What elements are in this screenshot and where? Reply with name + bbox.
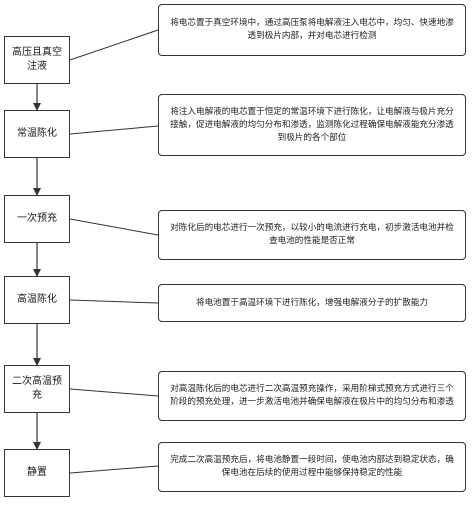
step-label: 常温陈化 (17, 128, 57, 139)
step-box-second-precharge: 二次高温预充 (4, 365, 70, 413)
note-box-high-temp-aging: 将电池置于高温环境下进行陈化，增强电解液分子的扩散能力 (158, 284, 466, 322)
step-label: 高温陈化 (17, 294, 57, 305)
note-text: 将注入电解液的电芯置于恒定的常温环境下进行陈化，让电解液与极片充分接触，促进电解… (170, 106, 454, 143)
note-box-rest: 完成二次高温预充后，将电池静置一段时间，使电池内部达到稳定状态，确保电池在后续的… (158, 442, 466, 492)
connector-4 (69, 299, 159, 304)
step-box-room-temp-aging: 常温陈化 (4, 110, 70, 158)
step-box-vacuum-injection: 高压且真空注液 (4, 36, 70, 84)
connector-5 (69, 388, 159, 397)
note-box-room-temp-aging: 将注入电解液的电芯置于恒定的常温环境下进行陈化，让电解液与极片充分接触，促进电解… (158, 94, 466, 156)
step-box-first-precharge: 一次预充 (4, 195, 70, 243)
connector-1 (69, 29, 159, 61)
note-text: 将电池置于高温环境下进行陈化，增强电解液分子的扩散能力 (195, 297, 429, 308)
connector-3 (69, 218, 159, 236)
step-label: 静置 (27, 467, 47, 478)
note-text: 对陈化后的电芯进行一次预充，以较小的电流进行充电，初步激活电池并检查电池的性能是… (170, 223, 454, 246)
step-box-high-temp-aging: 高温陈化 (4, 276, 70, 324)
step-label: 一次预充 (17, 213, 57, 224)
note-box-vacuum-injection: 将电芯置于真空环境中，通过高压泵将电解液注入电芯中，均匀、快速地渗透到极片内部，… (158, 4, 466, 56)
connector-6 (69, 465, 159, 474)
note-text: 对高温陈化后的电芯进行二次高温预充操作，采用阶梯式预充方式进行三个阶段的预充处理… (170, 384, 454, 407)
step-label: 高压且真空注液 (12, 47, 62, 72)
note-text: 将电芯置于真空环境中，通过高压泵将电解液注入电芯中，均匀、快速地渗透到极片内部，… (170, 18, 454, 41)
step-label: 二次高温预充 (12, 376, 62, 401)
step-box-rest: 静置 (4, 449, 70, 497)
note-text: 完成二次高温预充后，将电池静置一段时间，使电池内部达到稳定状态，确保电池在后续的… (170, 455, 454, 478)
note-box-first-precharge: 对陈化后的电芯进行一次预充，以较小的电流进行充电，初步激活电池并检查电池的性能是… (158, 210, 466, 260)
note-box-second-precharge: 对高温陈化后的电芯进行二次高温预充操作，采用阶梯式预充方式进行三个阶段的预充处理… (158, 371, 466, 421)
connector-2 (69, 125, 159, 135)
